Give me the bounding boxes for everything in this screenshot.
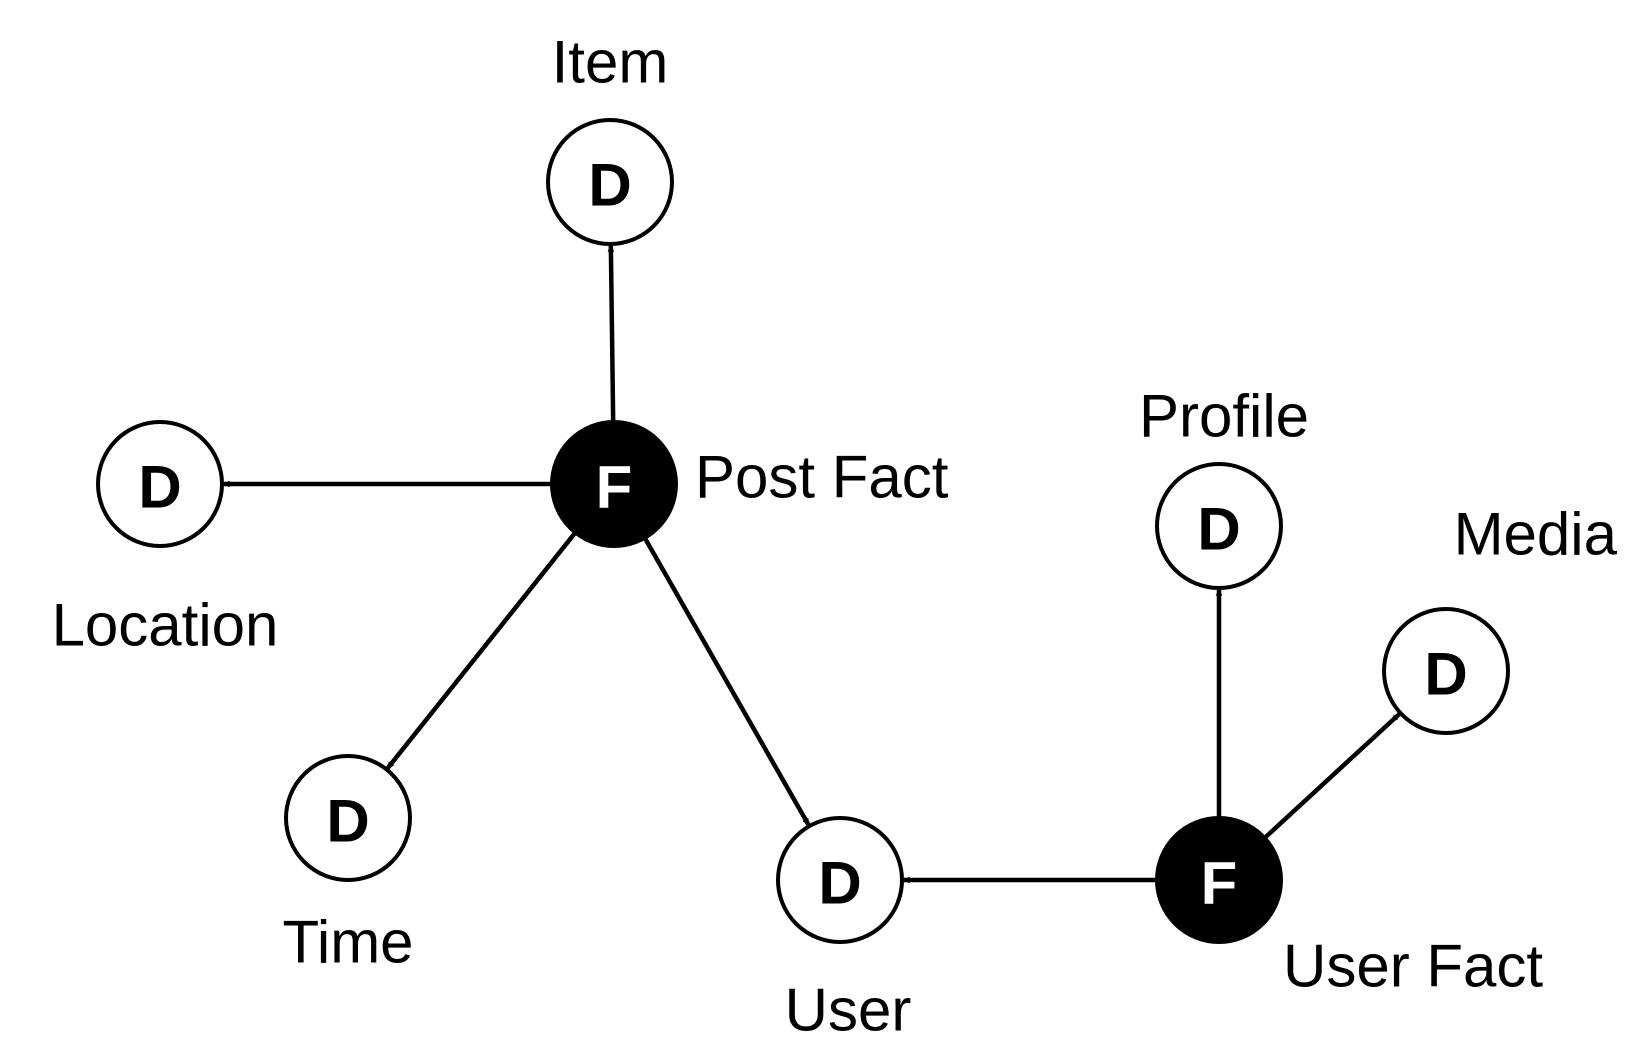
node-letter: D (1424, 641, 1467, 708)
dimension-circle (1382, 607, 1510, 735)
node-letter: D (138, 454, 181, 521)
node-user-fact: F (1155, 816, 1283, 944)
node-letter: D (588, 152, 631, 219)
edge-post-fact-to-item (611, 246, 616, 425)
dimension-circle (284, 754, 412, 882)
edge-post-fact-to-time (386, 529, 579, 770)
label-time: Time (282, 909, 413, 976)
label-user: User (785, 977, 912, 1044)
node-media: D (1382, 607, 1510, 735)
node-letter: D (1197, 496, 1240, 563)
label-item: Item (552, 29, 669, 96)
fact-circle (550, 420, 678, 548)
node-post-fact: F (550, 420, 678, 548)
node-time: D (284, 754, 412, 882)
label-post-fact: Post Fact (695, 444, 949, 511)
label-profile: Profile (1139, 383, 1309, 450)
node-letter: F (596, 454, 633, 521)
nodes: D D D D D D F F (96, 118, 1510, 944)
node-profile: D (1155, 462, 1283, 590)
node-letter: D (326, 788, 369, 855)
node-letter: D (818, 850, 861, 917)
fact-circle (1155, 816, 1283, 944)
dimension-circle (96, 420, 224, 548)
edge-user-fact-to-media (1261, 712, 1401, 842)
label-user-fact: User Fact (1283, 933, 1543, 1000)
node-item: D (546, 118, 674, 246)
edge-post-fact-to-user (641, 534, 811, 826)
label-media: Media (1454, 501, 1618, 568)
edges (224, 246, 1401, 880)
dimension-circle (546, 118, 674, 246)
label-location: Location (52, 592, 279, 659)
node-letter: F (1201, 850, 1238, 917)
dimension-circle (776, 816, 904, 944)
node-location: D (96, 420, 224, 548)
dimension-circle (1155, 462, 1283, 590)
node-user: D (776, 816, 904, 944)
